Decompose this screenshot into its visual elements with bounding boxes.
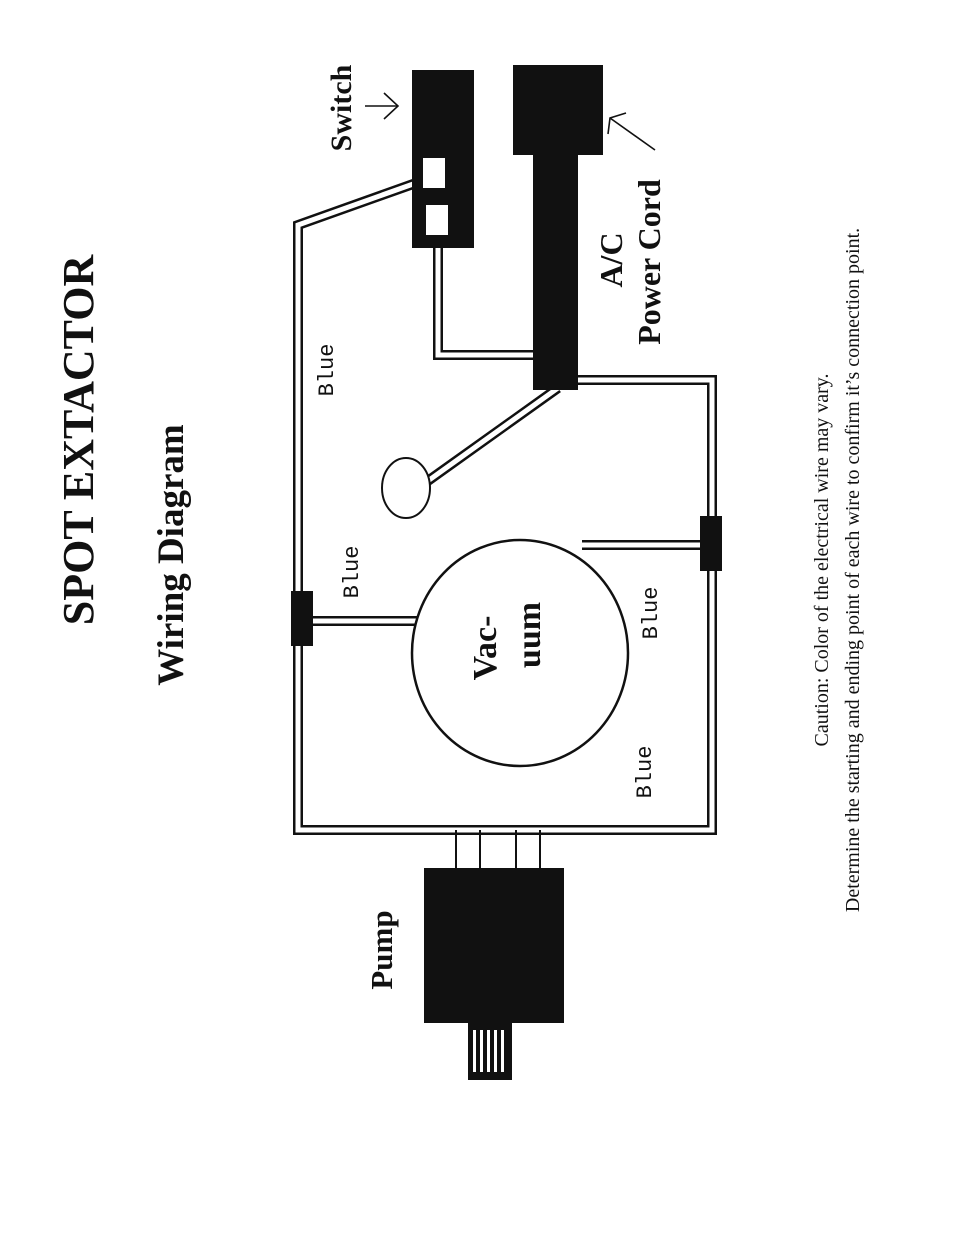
vacuum-label-line2: uum xyxy=(511,602,548,668)
wire-label-blue-vacuum-left: Blue xyxy=(340,546,365,599)
switch xyxy=(412,70,474,248)
switch-terminal-bottom xyxy=(426,205,448,235)
pump-fitting-ribs xyxy=(473,1030,504,1072)
switch-terminal-top xyxy=(423,158,445,188)
switch-arrow-icon xyxy=(365,92,400,120)
vacuum-motor xyxy=(410,538,630,768)
power-cord-label-line1: A/C xyxy=(593,232,629,287)
power-cord xyxy=(513,65,603,390)
power-cord-label-line2: Power Cord xyxy=(631,179,667,345)
wire-label-blue-left: Blue xyxy=(315,344,340,397)
caution-line-1: Caution: Color of the electrical wire ma… xyxy=(811,373,833,746)
vacuum-label-line1: Vac- xyxy=(467,616,504,681)
caution-line-2: Determine the starting and ending point … xyxy=(842,228,864,912)
switch-label: Switch xyxy=(325,64,358,151)
power-cord-arrow-icon xyxy=(607,112,656,151)
wire-label-blue-bottom: Blue xyxy=(633,746,658,799)
diagram-title: SPOT EXTACTOR xyxy=(54,254,103,626)
pump-label: Pump xyxy=(364,910,399,989)
pump-leads xyxy=(455,830,541,870)
switch-to-cord-wire xyxy=(433,245,540,360)
ground-terminal xyxy=(381,457,431,519)
pump xyxy=(424,868,564,1080)
connector-left xyxy=(291,591,313,646)
title-block: SPOT EXTACTOR Wiring Diagram xyxy=(54,254,192,686)
wires xyxy=(293,178,717,870)
connector-right xyxy=(700,516,722,571)
wire-label-blue-vacuum-right: Blue xyxy=(639,587,664,640)
diagram-subtitle: Wiring Diagram xyxy=(151,424,192,686)
